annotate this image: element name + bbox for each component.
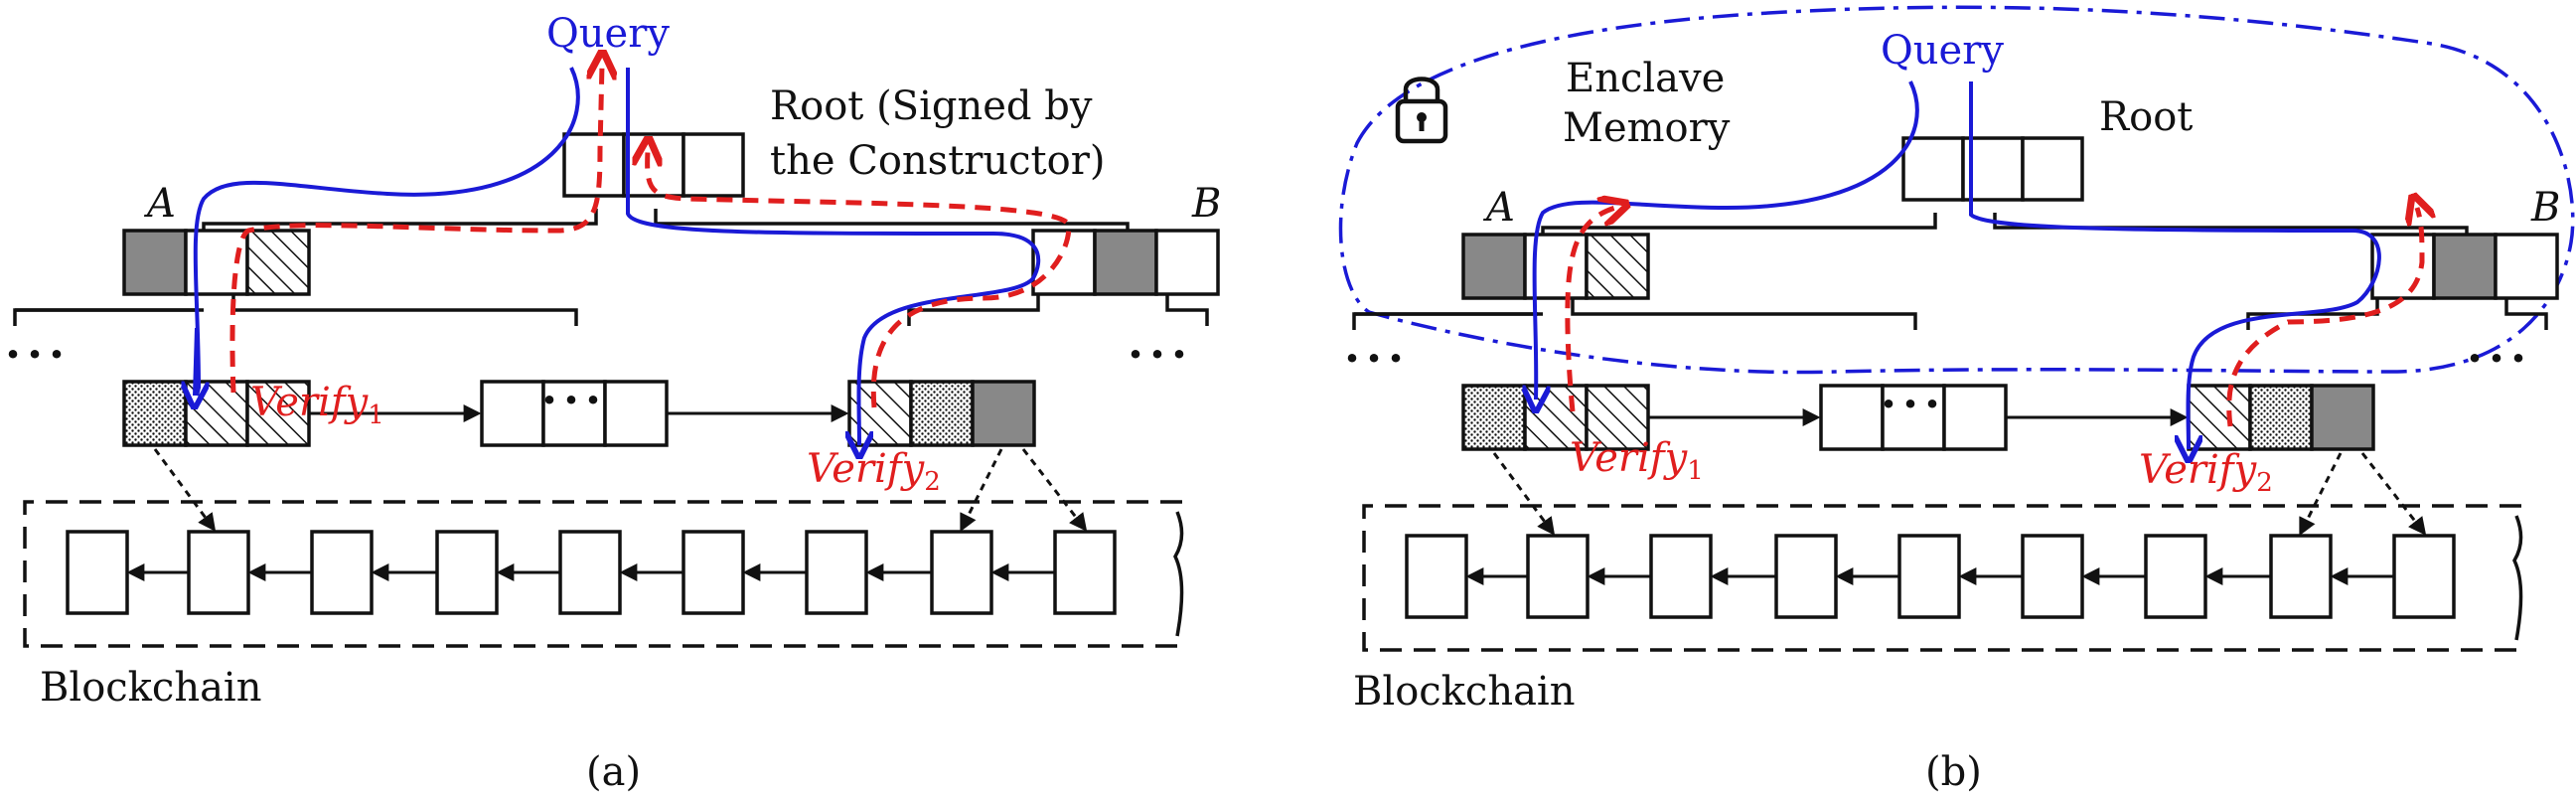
caption-a: (a) — [586, 749, 641, 795]
ellipsis-left-b: ··· — [1344, 331, 1410, 385]
node-b-label-b: B — [2530, 185, 2560, 231]
ellipsis-mid-a: ··· — [541, 373, 607, 426]
ellipsis-right-a: ··· — [1128, 327, 1193, 381]
verify2-label-a: Verify2 — [807, 446, 941, 497]
enclave-label-line2: Memory — [1563, 105, 1731, 151]
ellipsis-right-b: ··· — [2467, 331, 2532, 385]
verify-path-a — [229, 65, 602, 394]
root-label-a-line2: the Constructor) — [770, 138, 1105, 184]
lock-icon — [1395, 77, 1448, 144]
verify2-label-b: Verify2 — [2139, 447, 2273, 498]
verify1-label-b: Verify1 — [1570, 435, 1704, 486]
query-label-b: Query — [1881, 28, 2004, 74]
blockchain-label-b: Blockchain — [1353, 669, 1575, 715]
blockchain-label-a: Blockchain — [40, 665, 261, 711]
root-label-a-line1: Root (Signed by — [770, 83, 1093, 129]
query-path-a — [193, 67, 580, 397]
ellipsis-mid-b: ··· — [1881, 377, 1946, 430]
panel-b: Query Root Enclave Memory A B ··· ··· ··… — [1338, 5, 2575, 795]
node-b-label-a: B — [1191, 181, 1221, 227]
caption-b: (b) — [1925, 749, 1982, 795]
verify1-label-a: Verify1 — [250, 380, 384, 430]
verify-path-b — [1565, 208, 1615, 412]
enclave-label-line1: Enclave — [1566, 56, 1725, 101]
panel-a: Query Root (Signed by the Constructor) A… — [5, 11, 1221, 795]
node-a-label-b: A — [1482, 185, 1515, 231]
query-path-b — [1535, 80, 1919, 400]
root-label-b: Root — [2099, 94, 2193, 140]
query-label-a: Query — [546, 11, 670, 57]
ellipsis-left-a: ··· — [5, 327, 71, 381]
node-a-label-a: A — [143, 181, 176, 227]
